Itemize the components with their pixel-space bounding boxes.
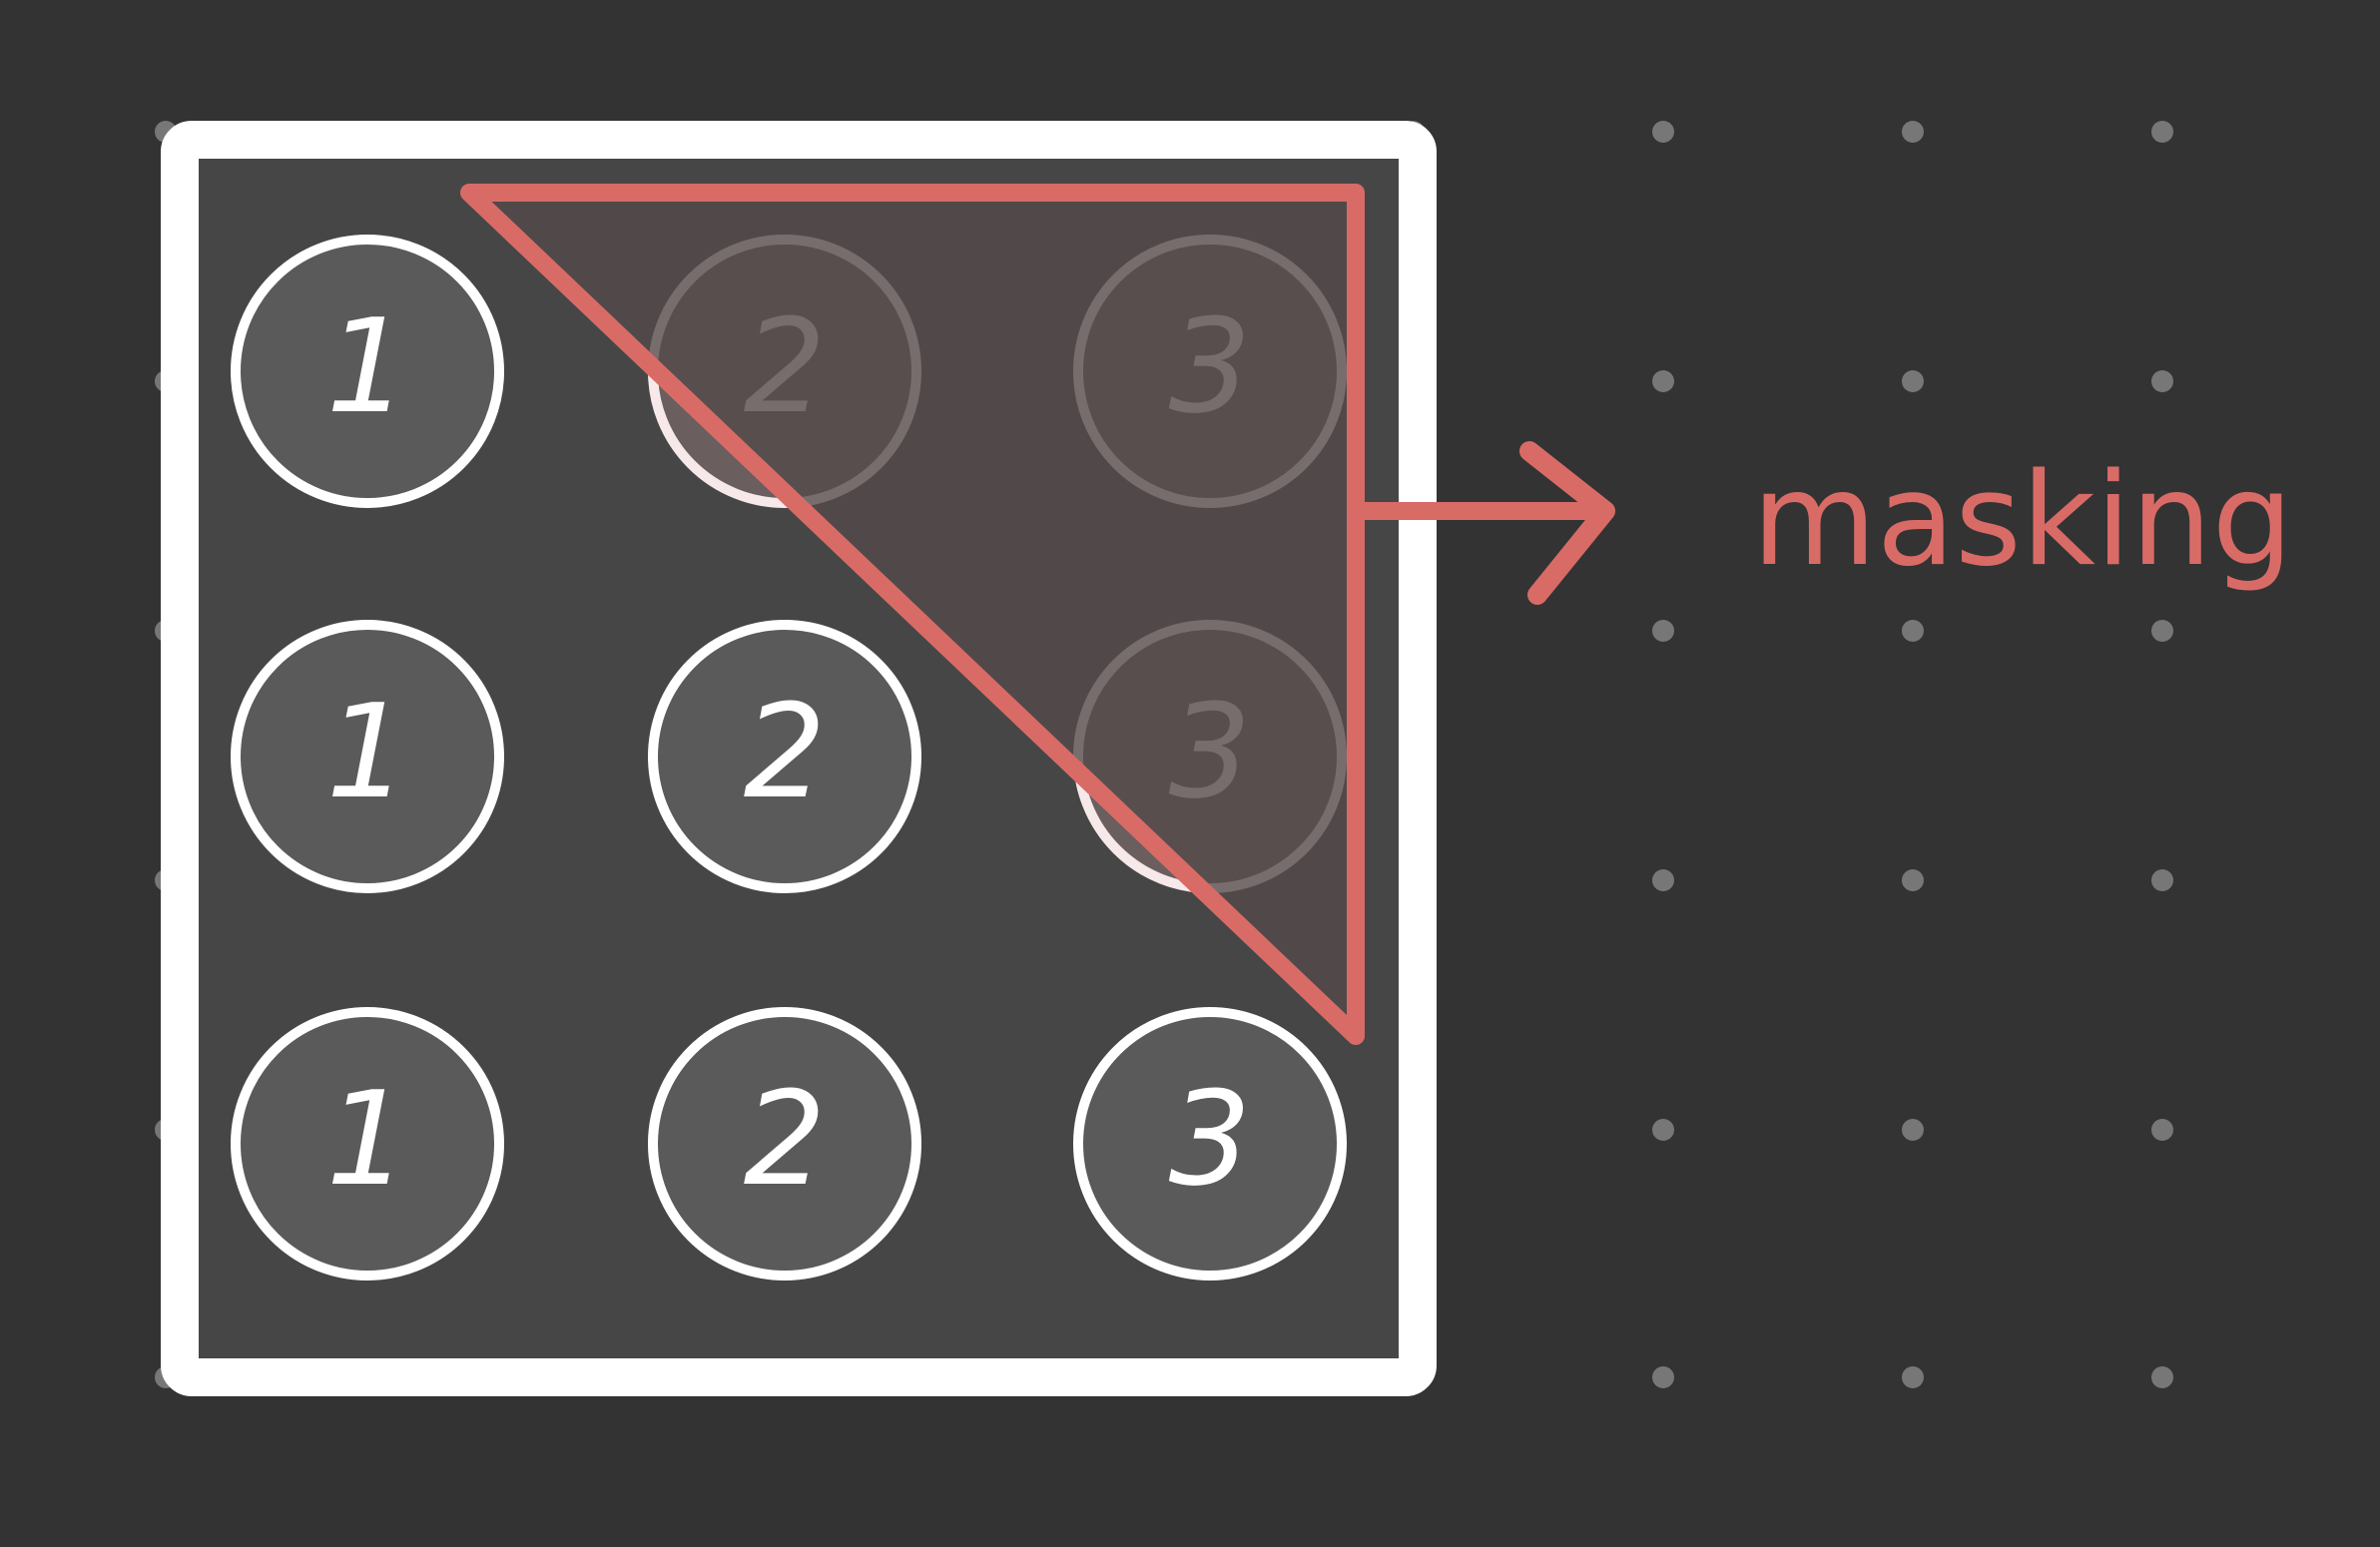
cell-value: 2 bbox=[744, 676, 827, 827]
cell-circle bbox=[648, 1007, 921, 1281]
matrix-cell-r2-c2: 2 bbox=[648, 620, 921, 893]
cell-value: 1 bbox=[326, 676, 409, 827]
matrix-cell-r3-c3: 3 bbox=[1073, 1007, 1347, 1281]
matrix-cell-r3-c1: 1 bbox=[231, 1007, 504, 1281]
cell-value: 1 bbox=[326, 1063, 409, 1215]
grid-dot bbox=[1902, 869, 1924, 891]
grid-dot bbox=[1652, 620, 1674, 642]
grid-dot bbox=[1652, 1119, 1674, 1141]
grid-dot bbox=[1902, 1119, 1924, 1141]
grid-dot bbox=[2151, 1119, 2173, 1141]
grid-dot bbox=[2151, 1366, 2173, 1388]
grid-dot bbox=[1652, 1366, 1674, 1388]
cell-value: 3 bbox=[1169, 1063, 1252, 1215]
cell-value: 2 bbox=[744, 1063, 827, 1215]
grid-dot bbox=[1652, 121, 1674, 143]
grid-dot bbox=[2151, 869, 2173, 891]
grid-dot bbox=[2151, 121, 2173, 143]
grid-dot bbox=[1902, 620, 1924, 642]
grid-dot bbox=[1902, 121, 1924, 143]
grid-dot bbox=[1902, 1366, 1924, 1388]
cell-value: 1 bbox=[326, 290, 409, 442]
matrix-cell-r2-c1: 1 bbox=[231, 620, 504, 893]
grid-dot bbox=[1652, 370, 1674, 392]
cell-circle bbox=[231, 235, 504, 508]
masking-label: masking bbox=[1752, 446, 2293, 595]
matrix-cell-r3-c2: 2 bbox=[648, 1007, 921, 1281]
cell-circle bbox=[231, 1007, 504, 1281]
grid-dot bbox=[1902, 370, 1924, 392]
cell-circle bbox=[231, 620, 504, 893]
grid-dot bbox=[2151, 370, 2173, 392]
arrow-right-icon bbox=[1347, 441, 1615, 605]
grid-dot bbox=[1652, 869, 1674, 891]
cell-circle bbox=[1073, 1007, 1347, 1281]
matrix-cell-r1-c1: 1 bbox=[231, 235, 504, 508]
cell-circle bbox=[648, 620, 921, 893]
grid-dot bbox=[2151, 620, 2173, 642]
mask-triangle bbox=[460, 184, 1365, 1045]
